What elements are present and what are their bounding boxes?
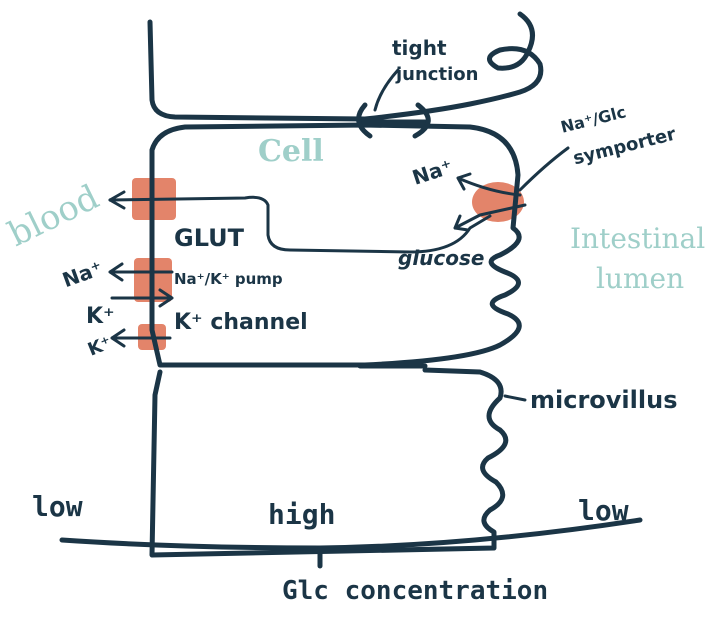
- intestinal-lumen-label-1: Intestinal: [570, 222, 706, 255]
- tight-junction-label-2: junction: [396, 64, 479, 85]
- junction-pointer: [373, 68, 400, 112]
- upper-cell-outline: [147, 11, 544, 122]
- arrow-k-pump: [110, 288, 174, 308]
- arrow-na-pump: [108, 262, 174, 282]
- arrow-glucose-into-cell: [453, 203, 527, 232]
- tight-junction-top-ends: [356, 102, 431, 139]
- glut-label: GLUT: [174, 224, 244, 252]
- glc-concentration-label: Glc concentration: [282, 576, 549, 606]
- high-label: high: [268, 498, 336, 531]
- arrow-glut-out: [108, 190, 126, 210]
- concentration-curve: [59, 517, 643, 551]
- k-channel-label: K⁺ channel: [174, 310, 308, 335]
- low-right-label: low: [578, 494, 629, 527]
- k-plus-pump-label: K⁺: [86, 304, 115, 329]
- cell-label: Cell: [258, 134, 324, 169]
- intestinal-lumen-label-2: lumen: [596, 262, 685, 295]
- tight-junction-label-1: tight: [392, 36, 447, 60]
- microvillus-label: microvillus: [530, 386, 678, 414]
- glucose-path: [108, 195, 492, 254]
- glucose-label: glucose: [398, 246, 485, 270]
- arrow-na-symporter: [456, 172, 522, 197]
- low-left-label: low: [32, 490, 83, 523]
- symporter-pointer: [518, 146, 570, 192]
- cell-outline: [149, 122, 522, 368]
- na-k-pump-label: Na⁺/K⁺ pump: [174, 270, 283, 288]
- microvillus-pointer: [503, 394, 527, 402]
- lower-cell-outline: [149, 367, 509, 558]
- na-glc-symporter: [472, 182, 524, 222]
- arrow-k-channel: [110, 328, 172, 348]
